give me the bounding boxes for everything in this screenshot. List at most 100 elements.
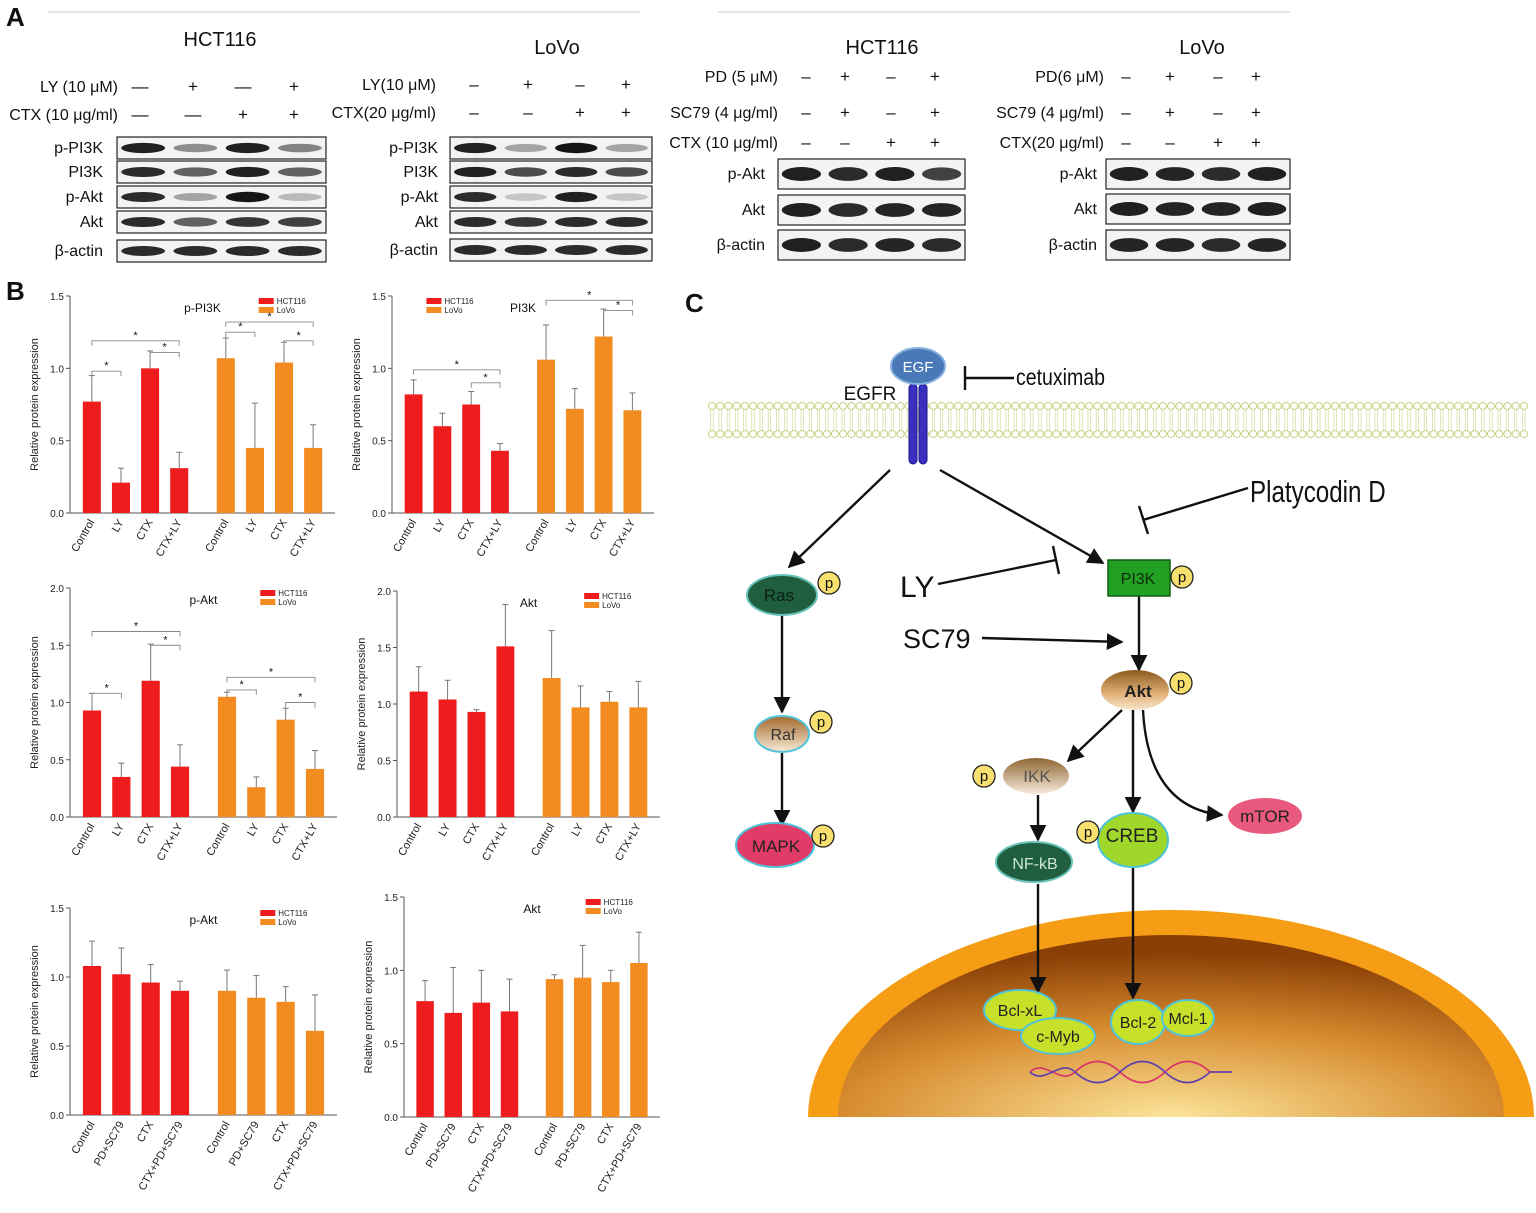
cmyb-node [1020,1017,1096,1055]
lipid-head [806,401,815,411]
lipid-head [707,429,717,439]
y-tick-label: 0.0 [377,813,391,824]
treatment-mark: + [289,105,299,124]
lipid-head [814,429,823,439]
lipid-head [1273,429,1282,439]
lipid-head [1224,401,1233,411]
inhibit-platycodin [1142,486,1249,522]
bar [112,776,131,817]
lipid-head [830,401,840,411]
bcl2-label: Bcl-2 [1120,1015,1157,1032]
blot-band [1109,167,1149,181]
lipid-head [1101,401,1110,411]
chart-title: Akt [523,902,541,916]
lipid-head [1503,401,1512,411]
y-tick-label: 1.0 [372,364,386,375]
bar [305,1030,325,1115]
y-tick-label: 1.0 [377,700,391,711]
blot-strip [116,185,327,209]
bar [571,707,590,817]
blot-band [828,238,868,252]
blot-band [225,142,270,154]
significance-bracket [225,331,256,338]
treatment-mark: – [1121,67,1131,86]
lipid-head [962,429,971,439]
treatment-mark: + [188,77,198,96]
lipid-head [1232,429,1241,439]
ikk-label: IKK [1023,767,1051,786]
lipid-head [1076,429,1086,439]
y-tick-label: 0.0 [50,813,64,824]
bar [416,1001,434,1117]
lipid-head [789,401,799,411]
lipid-head [1281,401,1291,411]
lipid-head [1142,401,1151,411]
band-label: p-Akt [1060,166,1098,183]
legend-swatch [585,908,601,914]
lipid-head [806,429,815,439]
y-axis-label: Relative protein expression [356,638,368,771]
blot-band [1109,202,1149,216]
blot-band [921,238,962,252]
blot-band [121,245,166,257]
lipid-head [1511,429,1520,439]
x-tick-label: LY [245,821,262,839]
lipid-head [765,429,774,439]
x-tick-label: LY [436,821,453,839]
lipid-head [1134,401,1143,411]
phospho-label: p [1177,675,1185,692]
treatment-label: CTX (10 μg/ml) [9,107,118,124]
lipid-head [1445,401,1455,411]
bar [276,1001,295,1115]
y-tick-label: 2.0 [50,584,64,595]
lipid-head [1413,429,1422,439]
treatment-mark: — [132,105,149,124]
blot-band [1155,238,1195,252]
significance-star: * [240,679,245,691]
lipid-head [1052,401,1061,411]
lipid-head [740,429,749,439]
blot-band [1155,202,1195,216]
band-label: β-actin [1049,237,1097,254]
blot-strip [449,185,653,209]
lipid-head [1437,429,1446,439]
lipid-head [871,429,881,439]
bar [537,359,555,513]
blot-band [225,191,270,203]
lipid-head [1331,429,1340,439]
lipid-head [929,401,938,411]
arrow-sc79-akt [981,633,1124,650]
mtor-node [1228,798,1302,834]
blot-band [828,167,868,181]
blot-band [605,216,648,228]
lipid-head [945,401,954,411]
treatment-mark: — [185,105,202,124]
legend-label: HCT116 [278,589,308,598]
blot-strip [449,136,653,160]
band-label: PI3K [403,164,438,181]
y-tick-label: 1.5 [50,904,64,915]
bar [600,701,619,817]
legend-label: HCT116 [277,297,307,306]
bar [594,336,613,513]
treatment-mark: + [840,67,850,86]
phospho-label: p [819,828,827,845]
chart-title: p-Akt [189,593,218,607]
treatment-mark: – [575,75,585,94]
blot-band [1201,167,1241,181]
blot-band [921,203,962,217]
panel-c-label: C [685,288,704,318]
y-tick-label: 0.5 [50,1042,64,1053]
lipid-head [1265,429,1274,439]
significance-star: * [267,311,272,323]
blot-band [921,167,962,181]
blot-band [121,191,166,203]
blot-band [121,216,166,228]
treatment-label: CTX (10 μg/ml) [669,135,778,152]
phospho-badge [1076,820,1100,844]
lipid-head [1035,401,1045,411]
lipid-head [1158,429,1168,439]
bar [217,990,237,1115]
lipid-head [1290,401,1299,411]
legend-label: HCT116 [602,592,632,601]
